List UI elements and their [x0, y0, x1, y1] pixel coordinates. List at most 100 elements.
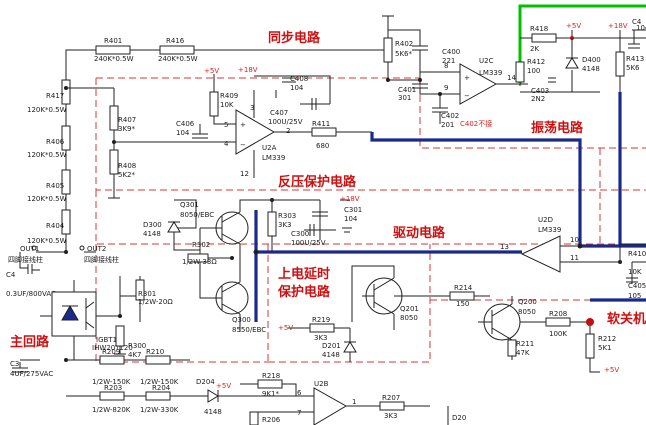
svg-text:4148: 4148 [143, 230, 161, 238]
svg-text:+: + [464, 74, 470, 82]
resistor-r301 [135, 279, 145, 301]
svg-text:C400: C400 [442, 48, 460, 56]
svg-text:R214: R214 [454, 284, 473, 292]
svg-text:R302: R302 [192, 241, 210, 249]
svg-text:150: 150 [456, 300, 469, 308]
svg-text:LM339: LM339 [538, 226, 561, 234]
svg-text:U2C: U2C [479, 57, 494, 65]
svg-text:240K*0.5W: 240K*0.5W [94, 55, 134, 63]
svg-text:11: 11 [570, 254, 579, 262]
svg-text:R418: R418 [530, 25, 548, 33]
svg-text:100U/25V: 100U/25V [291, 239, 326, 247]
svg-text:13: 13 [500, 243, 509, 251]
resistor-r214 [449, 291, 475, 301]
svg-text:4148: 4148 [204, 408, 222, 416]
svg-text:D201: D201 [322, 342, 341, 350]
svg-text:4K7: 4K7 [128, 351, 142, 359]
svg-text:5: 5 [224, 121, 228, 129]
svg-text:R208: R208 [549, 310, 567, 318]
oscillator-top: R418 2K +5V R412 100 D400 4148 C403 2N2 … [515, 18, 646, 103]
svg-text:R412: R412 [527, 58, 545, 66]
resistor-r404 [61, 209, 71, 235]
svg-text:8050: 8050 [518, 308, 536, 316]
svg-text:104: 104 [636, 24, 646, 32]
svg-text:C402不接: C402不接 [460, 119, 492, 128]
soft-stage: R214 150 Q200 8050 R208 100K R211 47K R2… [394, 284, 619, 374]
resistor-r411 [311, 127, 337, 137]
svg-text:3K3: 3K3 [384, 412, 398, 420]
svg-text:R219: R219 [312, 316, 330, 324]
svg-text:R204: R204 [152, 384, 171, 392]
svg-text:Q201: Q201 [400, 305, 419, 313]
osc-section-title: 振荡电路 [531, 120, 584, 136]
svg-text:U2B: U2B [314, 380, 329, 388]
svg-text:C407: C407 [270, 109, 288, 117]
svg-text:2N2: 2N2 [531, 95, 545, 103]
svg-text:1/2W-330K: 1/2W-330K [140, 406, 179, 414]
resistor-r416 [159, 45, 195, 55]
op-amp-symbol [235, 109, 275, 155]
svg-text:5K1: 5K1 [598, 344, 612, 352]
svg-text:Q301: Q301 [180, 201, 199, 209]
resistor-r405 [61, 169, 71, 195]
svg-text:R210: R210 [146, 348, 164, 356]
comparator-u2b [313, 387, 347, 425]
svg-text:D300: D300 [143, 221, 162, 229]
left-resistor-chain: R417 120K*0.5W R406 120K*0.5W R405 120K*… [27, 50, 71, 252]
resistor-r408 [109, 149, 119, 175]
svg-text:8550/EBC: 8550/EBC [232, 326, 266, 334]
drive-bus-upper [370, 132, 646, 248]
svg-text:C300: C300 [291, 230, 309, 238]
resistor-r203 [99, 391, 125, 401]
svg-text:47K: 47K [516, 349, 530, 357]
svg-text:C3: C3 [10, 360, 19, 368]
svg-text:R405: R405 [46, 182, 64, 190]
green-trace [518, 4, 646, 84]
svg-text:1/2W-150K: 1/2W-150K [140, 378, 179, 386]
svg-text:5K6: 5K6 [626, 64, 640, 72]
svg-text:9K1*: 9K1* [262, 390, 279, 398]
resistor-r208 [545, 317, 571, 327]
svg-text:R402: R402 [395, 40, 413, 48]
resistor-r413 [615, 51, 625, 77]
svg-text:221: 221 [442, 57, 455, 65]
sync-divider: R401 240K*0.5W R416 240K*0.5W R402 5K6* … [65, 15, 460, 102]
igbt-diode [61, 304, 79, 321]
svg-text:0.3UF/800VAC: 0.3UF/800VAC [6, 290, 56, 298]
svg-text:4148: 4148 [582, 65, 600, 73]
svg-text:R301: R301 [138, 290, 156, 298]
svg-text:C402: C402 [441, 112, 459, 120]
svg-text:+18V: +18V [608, 22, 628, 30]
svg-text:R203: R203 [104, 384, 122, 392]
svg-text:R408: R408 [118, 162, 136, 170]
svg-text:6: 6 [297, 389, 302, 397]
resistor-r407 [109, 105, 119, 131]
svg-text:4UF/275VAC: 4UF/275VAC [10, 370, 53, 378]
svg-text:R413: R413 [626, 55, 644, 63]
svg-text:R410: R410 [628, 250, 646, 258]
svg-text:1: 1 [352, 398, 356, 406]
op-amp-symbol [459, 63, 498, 105]
resistor-r204 [145, 391, 171, 401]
resistor-r409 [209, 91, 219, 117]
svg-text:C301: C301 [344, 206, 362, 214]
sync-section-title: 同步电路 [268, 30, 321, 46]
svg-text:U2A: U2A [262, 144, 277, 152]
resistor-r303 [267, 211, 277, 237]
svg-text:+18V: +18V [340, 195, 360, 203]
delay-stage: Q201 8050 +5V R219 3K3 D201 4148 [278, 265, 419, 362]
svg-text:R417: R417 [46, 92, 64, 100]
main-loop: OUT1 四脚接线柱 OUT2 四脚接线柱 C4 0.3UF/800VAC IG… [6, 245, 173, 378]
svg-text:+: + [240, 121, 246, 129]
ovp-section-title: 反压保护电路 [278, 174, 357, 190]
svg-text:680: 680 [316, 142, 329, 150]
svg-text:−: − [464, 92, 470, 100]
svg-text:R212: R212 [598, 335, 616, 343]
diode-d204 [207, 389, 219, 403]
svg-text:104: 104 [290, 84, 304, 92]
svg-text:4148: 4148 [322, 351, 340, 359]
svg-text:D400: D400 [582, 56, 601, 64]
svg-text:R411: R411 [312, 120, 330, 128]
svg-text:105: 105 [628, 292, 641, 300]
svg-text:R218: R218 [262, 372, 280, 380]
